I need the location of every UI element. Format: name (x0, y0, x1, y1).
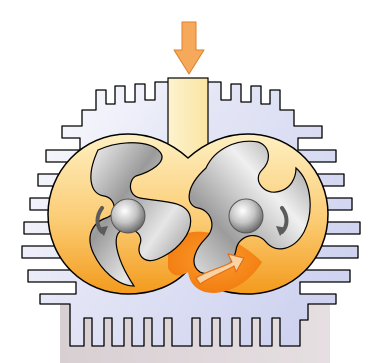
right-shaft (229, 199, 263, 233)
inlet-pipe (168, 78, 208, 158)
down-arrow-icon (174, 22, 204, 74)
left-shaft (111, 199, 145, 233)
